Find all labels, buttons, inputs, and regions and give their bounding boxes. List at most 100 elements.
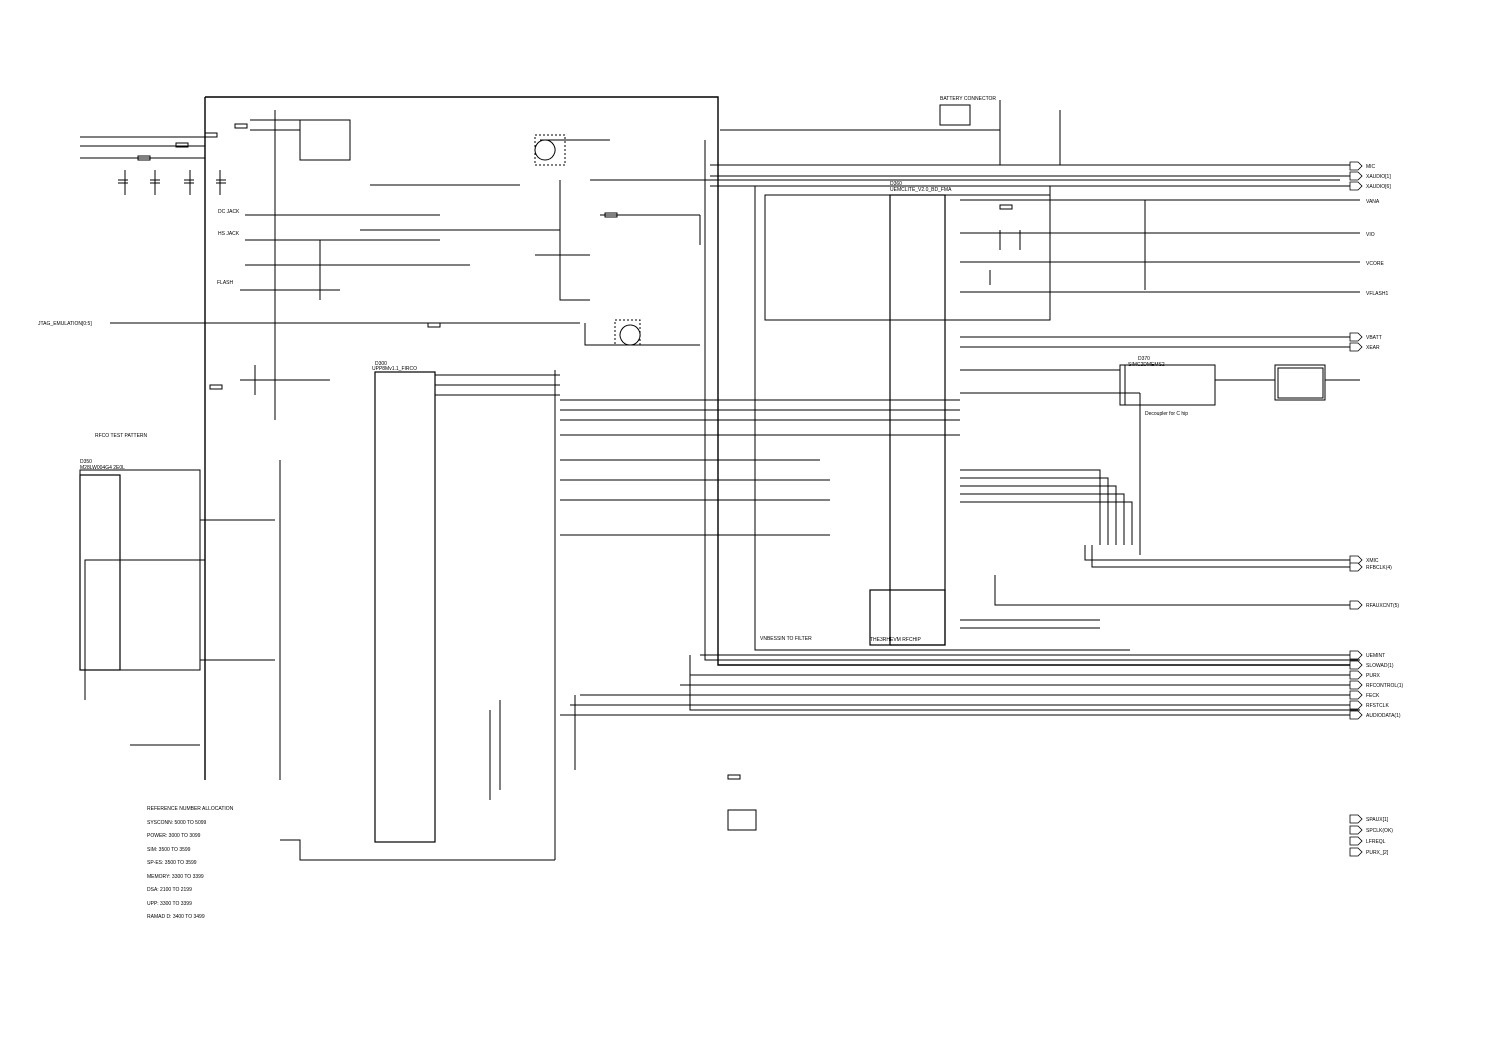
wire: [960, 336, 1360, 348]
net-tag-label: VFLASH1: [1366, 291, 1388, 297]
reference-heading: REFERENCE NUMBER ALLOCATION: [147, 806, 234, 812]
net-tag-label: XAUDIO[6]: [1366, 184, 1391, 190]
dc-jack-label: DC JACK: [218, 209, 240, 215]
wire: [435, 374, 560, 396]
wire: [240, 365, 330, 395]
wire: [960, 364, 1216, 406]
wire: [764, 186, 1051, 321]
net-tag-arrows: [1349, 161, 1363, 857]
wire: [754, 186, 1130, 651]
coil-box: [614, 319, 641, 346]
net-tag-label: XEAR: [1366, 345, 1380, 351]
wire: [110, 322, 700, 346]
wire: [989, 230, 1021, 285]
wire: [250, 119, 300, 131]
rfco-test-label: RFCO TEST PATTERN: [95, 433, 148, 439]
net-tag-label: XMIC: [1366, 558, 1379, 564]
chip-n600: [869, 589, 946, 646]
chip-d300: [374, 371, 436, 843]
net-tag-label: MIC: [1366, 164, 1376, 170]
battery-connector-label: BATTERY CONNECTOR: [940, 96, 996, 102]
hs-jack-label: HS JACK: [218, 231, 240, 237]
capacitors: [118, 179, 226, 184]
reference-allocation: REFERENCE NUMBER ALLOCATION SYSCONN: 500…: [147, 806, 233, 928]
wire: [1274, 364, 1326, 401]
wire: [124, 170, 221, 195]
wire: [704, 140, 1360, 661]
net-tag-label: SPCLK(OK): [1366, 828, 1393, 834]
net-tag-label: FECK: [1366, 693, 1380, 699]
d350-ref: D350: [80, 459, 92, 465]
clock-chip-box: [1277, 367, 1324, 399]
filter-note: VNBESSIN TO FILTER: [760, 636, 812, 642]
wire: [1084, 545, 1360, 568]
net-tag-label: SPAUX[1]: [1366, 817, 1389, 823]
net-tag-label: VANA: [1366, 199, 1380, 205]
wire: [79, 469, 201, 671]
wire: [489, 700, 501, 800]
wire: [710, 164, 1350, 187]
chip-d350: [79, 474, 121, 671]
wire: [84, 559, 205, 700]
net-tag-label: AUDIODATA(1): [1366, 713, 1401, 719]
net-tag-label: RFSTCLK: [1366, 703, 1389, 709]
reference-row: SYSCONN: 5000 TO 5099: [147, 819, 207, 826]
jtag-label: JTAG_EMULATION[0:5]: [38, 321, 92, 327]
misc-box: [727, 809, 757, 831]
wire: [600, 214, 701, 245]
battery-connector-box: [939, 104, 971, 126]
wire: [560, 654, 1360, 716]
wire: [960, 469, 1133, 545]
reference-row: DSA: 2100 TO 2199: [147, 887, 192, 893]
net-tag-label: RFBCLK(4): [1366, 565, 1392, 571]
net-tag-label: SLOWAD(1): [1366, 663, 1394, 669]
d370-ref: D370: [1138, 356, 1150, 362]
x301-label: Decoupler for C hip: [1145, 411, 1188, 417]
flash-label: FLASH: [217, 280, 234, 286]
net-tag-label: RFAUXCNT(5): [1366, 603, 1399, 609]
wire: [560, 399, 960, 436]
d360-ref: D360: [890, 181, 902, 187]
resistors: [209, 204, 1013, 780]
wire: [540, 139, 1340, 181]
d370-part: SIMC2DMEMS2: [1128, 362, 1165, 368]
d360-part: UEMCLITE_V2.0_BD_FMA: [890, 187, 952, 193]
wire: [280, 839, 555, 861]
net-tag-label: UEMINT: [1366, 653, 1385, 659]
n600-part: THE3RHEVM RFCHIP: [870, 637, 922, 643]
reference-row: SIM: 3500 TO 3599: [147, 846, 191, 853]
wire: [960, 392, 1141, 555]
top-bus-wire: [205, 96, 1360, 666]
net-tag-label: VBATT: [1366, 335, 1382, 341]
wire: [200, 519, 275, 661]
wire: [535, 180, 590, 301]
wire: [360, 184, 561, 270]
net-tag-label: VCORE: [1366, 261, 1384, 267]
wire: [80, 136, 205, 159]
net-tag-label: PURX: [1366, 673, 1381, 679]
wire: [240, 240, 340, 300]
wire: [994, 575, 1360, 606]
net-tag-label: LFREQL: [1366, 839, 1386, 845]
net-tag-label: PURX_[2]: [1366, 850, 1389, 856]
d300-part: UPP8Mv1.1_FIRCO: [372, 366, 417, 372]
resistors: [137, 123, 248, 161]
wire: [574, 655, 1360, 770]
d300-ref: D300: [375, 361, 387, 367]
reference-row: MEMORY: 3300 TO 3399: [147, 873, 204, 880]
wire: [960, 199, 1360, 293]
wire: [245, 214, 470, 266]
reference-row: UPP: 3300 TO 3399: [147, 900, 192, 907]
d350-part: M28LW004G4 2E0L: [80, 465, 125, 471]
net-tag-label: VIO: [1366, 232, 1375, 238]
transistor: [534, 139, 641, 346]
wire: [720, 100, 1001, 165]
wire: [560, 459, 830, 536]
wire: [960, 619, 1100, 629]
net-tag-label: RFCONTROL(1): [1366, 683, 1404, 689]
wire: [299, 119, 351, 161]
net-tag-label: XAUDIO[1]: [1366, 174, 1391, 180]
reference-row: SP-ES: 3500 TO 3599: [147, 860, 197, 866]
reference-row: POWER: 3000 TO 3099: [147, 833, 201, 839]
